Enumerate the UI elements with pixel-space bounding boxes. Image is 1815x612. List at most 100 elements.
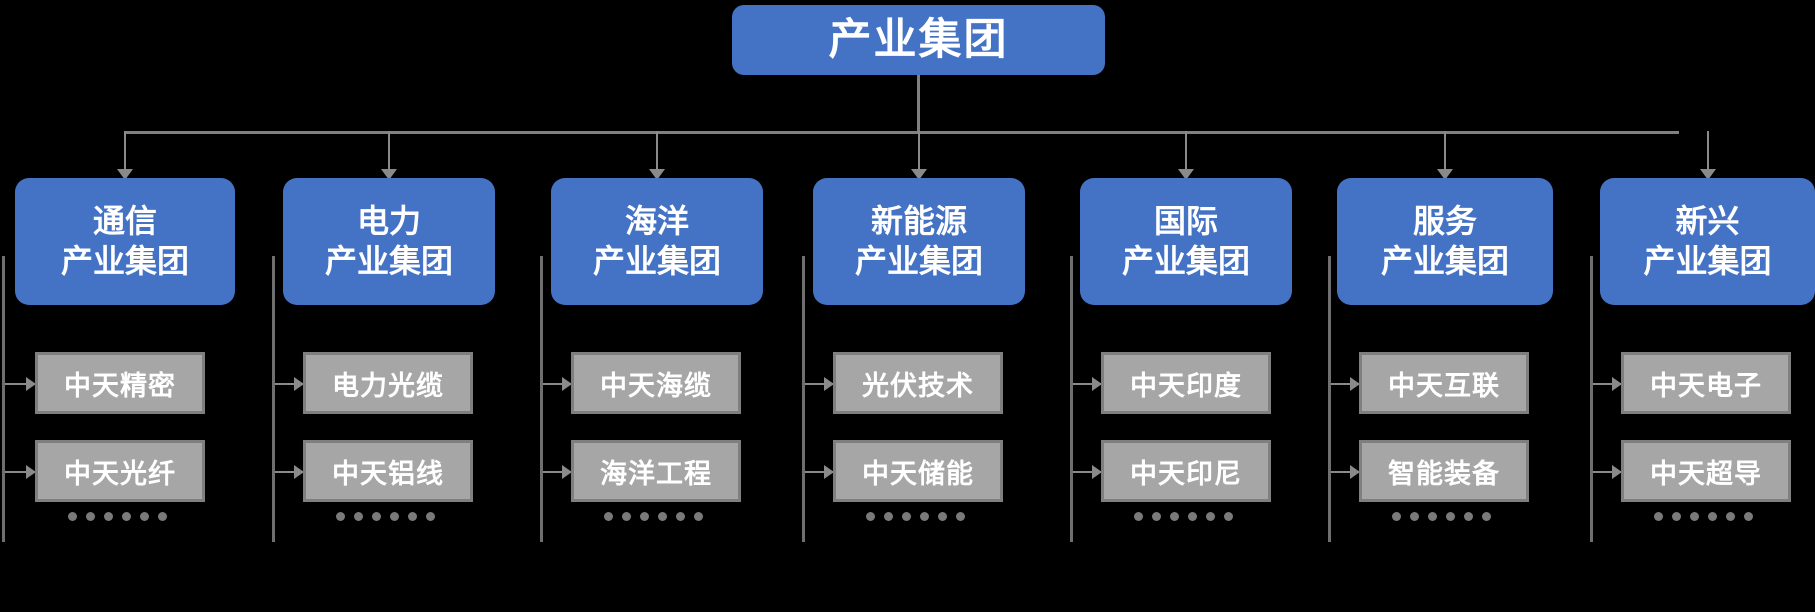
ellipsis-dot	[1654, 512, 1663, 521]
more-items-ellipsis	[1134, 512, 1233, 521]
division-node-服务[interactable]: 服务产业集团	[1337, 178, 1553, 305]
subsidiary-node[interactable]: 中天铝线	[303, 440, 473, 502]
arrow-head-icon	[1612, 377, 1622, 391]
ellipsis-dot	[1392, 512, 1401, 521]
division-label-line2: 产业集团	[1643, 242, 1772, 279]
branch-arrow-服务	[1437, 131, 1453, 180]
more-items-ellipsis	[866, 512, 965, 521]
ellipsis-dot	[1482, 512, 1491, 521]
ellipsis-dot	[390, 512, 399, 521]
subsidiary-label: 中天印度	[1130, 370, 1242, 401]
column-spine-海洋	[540, 256, 543, 542]
subsidiary-node[interactable]: 电力光缆	[303, 352, 473, 414]
subsidiary-node[interactable]: 光伏技术	[833, 352, 1003, 414]
arrow-head-icon	[1350, 377, 1360, 391]
arrow-head-icon	[1437, 169, 1453, 180]
subsidiary-node[interactable]: 中天印度	[1101, 352, 1271, 414]
ellipsis-dot	[1134, 512, 1143, 521]
arrow-head-icon	[1612, 465, 1622, 479]
arrow-head-icon	[26, 465, 36, 479]
subsidiary-node[interactable]: 中天储能	[833, 440, 1003, 502]
ellipsis-dot	[1206, 512, 1215, 521]
subsidiary-node[interactable]: 中天印尼	[1101, 440, 1271, 502]
subsidiary-label: 中天储能	[862, 458, 974, 489]
ellipsis-dot	[866, 512, 875, 521]
subsidiary-label: 智能装备	[1388, 458, 1500, 489]
more-items-ellipsis	[336, 512, 435, 521]
division-label-line1: 通信	[92, 203, 157, 240]
arrow-head-icon	[1178, 169, 1194, 180]
arrow-head-icon	[1699, 169, 1716, 180]
branch-arrow-新能源	[911, 131, 927, 180]
ellipsis-dot	[158, 512, 167, 521]
subsidiary-label: 中天精密	[64, 370, 176, 401]
ellipsis-dot	[676, 512, 685, 521]
child-connector-arrow	[1593, 377, 1622, 391]
subsidiary-label: 电力光缆	[332, 370, 444, 401]
root-stem-connector	[917, 75, 920, 132]
ellipsis-dot	[1410, 512, 1419, 521]
subsidiary-node[interactable]: 中天互联	[1359, 352, 1529, 414]
branch-arrow-新兴	[1699, 131, 1716, 180]
division-label-line1: 新兴	[1675, 203, 1740, 240]
subsidiary-label: 中天海缆	[600, 370, 712, 401]
subsidiary-node[interactable]: 中天超导	[1621, 440, 1791, 502]
arrow-head-icon	[26, 377, 36, 391]
subsidiary-label: 中天互联	[1388, 370, 1500, 401]
subsidiary-label: 中天铝线	[332, 458, 444, 489]
arrow-head-icon	[1350, 465, 1360, 479]
arrow-head-icon	[824, 377, 834, 391]
ellipsis-dot	[640, 512, 649, 521]
ellipsis-dot	[104, 512, 113, 521]
arrow-head-icon	[562, 377, 572, 391]
arrow-head-icon	[294, 465, 304, 479]
ellipsis-dot	[1744, 512, 1753, 521]
child-connector-arrow	[805, 377, 834, 391]
ellipsis-dot	[68, 512, 77, 521]
division-label-line2: 产业集团	[324, 242, 453, 279]
child-connector-arrow	[5, 377, 36, 391]
arrow-head-icon	[294, 377, 304, 391]
subsidiary-label: 中天电子	[1650, 370, 1762, 401]
ellipsis-dot	[1464, 512, 1473, 521]
division-label-line2: 产业集团	[60, 242, 189, 279]
subsidiary-node[interactable]: 海洋工程	[571, 440, 741, 502]
ellipsis-dot	[658, 512, 667, 521]
child-connector-arrow	[275, 465, 304, 479]
ellipsis-dot	[408, 512, 417, 521]
division-label-line1: 海洋	[624, 203, 689, 240]
subsidiary-node[interactable]: 中天电子	[1621, 352, 1791, 414]
ellipsis-dot	[622, 512, 631, 521]
division-node-新能源[interactable]: 新能源产业集团	[813, 178, 1025, 305]
column-spine-服务	[1328, 256, 1331, 542]
subsidiary-node[interactable]: 中天海缆	[571, 352, 741, 414]
ellipsis-dot	[1690, 512, 1699, 521]
more-items-ellipsis	[604, 512, 703, 521]
subsidiary-label: 中天印尼	[1130, 458, 1242, 489]
division-node-新兴[interactable]: 新兴产业集团	[1600, 178, 1815, 305]
ellipsis-dot	[86, 512, 95, 521]
division-label-line2: 产业集团	[854, 242, 983, 279]
division-node-电力[interactable]: 电力产业集团	[283, 178, 495, 305]
arrow-head-icon	[649, 169, 665, 180]
ellipsis-dot	[902, 512, 911, 521]
division-label-line1: 国际	[1153, 203, 1218, 240]
child-connector-arrow	[1593, 465, 1622, 479]
division-label-line2: 产业集团	[592, 242, 721, 279]
ellipsis-dot	[426, 512, 435, 521]
ellipsis-dot	[1188, 512, 1197, 521]
branch-arrow-海洋	[649, 131, 665, 180]
child-connector-arrow	[275, 377, 304, 391]
root-node-produce-group[interactable]: 产业集团	[732, 5, 1105, 75]
ellipsis-dot	[372, 512, 381, 521]
division-node-国际[interactable]: 国际产业集团	[1080, 178, 1292, 305]
subsidiary-node[interactable]: 中天精密	[35, 352, 205, 414]
ellipsis-dot	[694, 512, 703, 521]
subsidiary-node[interactable]: 中天光纤	[35, 440, 205, 502]
division-node-海洋[interactable]: 海洋产业集团	[551, 178, 763, 305]
subsidiary-label: 光伏技术	[862, 370, 974, 401]
ellipsis-dot	[336, 512, 345, 521]
subsidiary-node[interactable]: 智能装备	[1359, 440, 1529, 502]
division-node-通信[interactable]: 通信产业集团	[15, 178, 235, 305]
